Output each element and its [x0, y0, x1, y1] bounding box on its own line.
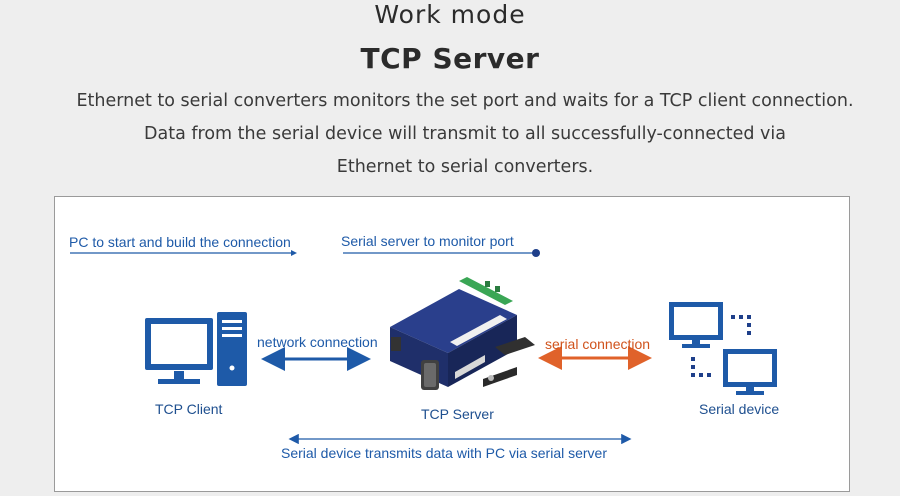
serial-devices-icon: [669, 302, 777, 395]
pc-icon: [145, 312, 247, 386]
data-transfer-label: Serial device transmits data with PC via…: [281, 445, 608, 461]
network-connection-label: network connection: [257, 334, 378, 350]
serial-connection-label: serial connection: [545, 336, 651, 352]
description-line-3: Ethernet to serial converters.: [336, 157, 594, 177]
tcp-server-label: TCP Server: [421, 406, 494, 422]
mode-subtitle: TCP Server: [360, 42, 540, 75]
description-line-2: Data from the serial device will transmi…: [144, 124, 786, 144]
page-title: Work mode: [374, 0, 526, 29]
tcp-client-label: TCP Client: [155, 401, 223, 417]
serial-device-label: Serial device: [699, 401, 780, 417]
server-monitor-note: Serial server to monitor port: [341, 233, 514, 249]
serial-server-device-icon: [390, 277, 535, 390]
pc-note-underline: [70, 250, 297, 256]
diagram-panel: PC to start and build the connection Ser…: [54, 196, 850, 492]
server-note-underline: [343, 249, 540, 257]
pc-start-note: PC to start and build the connection: [69, 234, 291, 250]
description-line-1: Ethernet to serial converters monitors t…: [76, 91, 854, 111]
diagram-graphics: [70, 249, 777, 445]
